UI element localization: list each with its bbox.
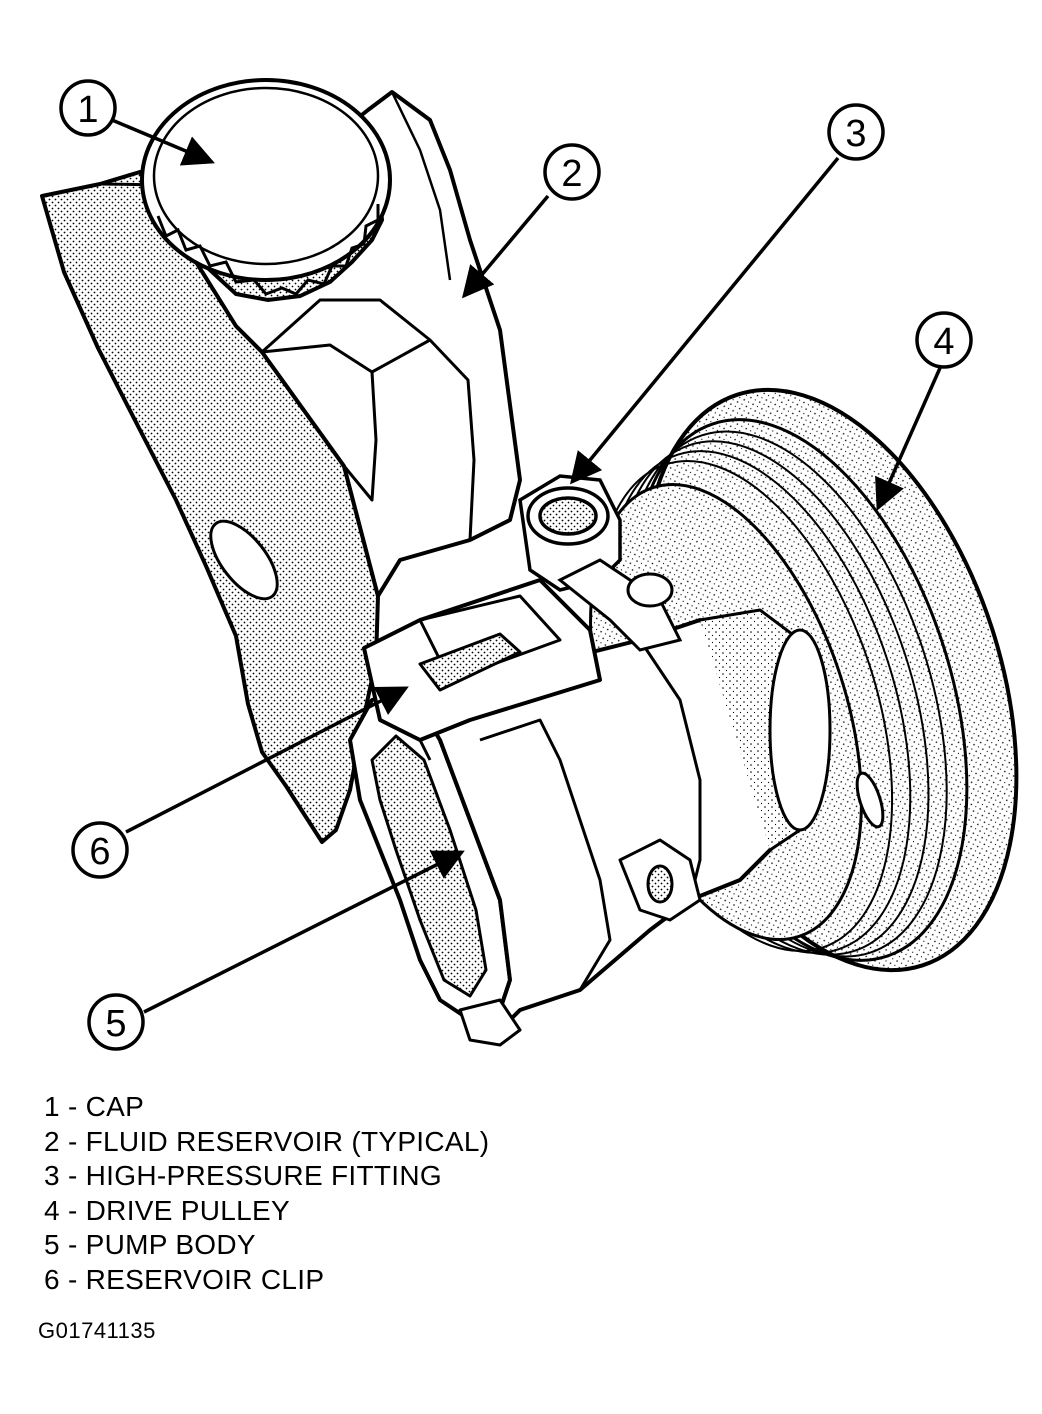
callout-3: 3 (827, 103, 885, 161)
leader-line-3 (570, 156, 840, 485)
leader-line-2 (461, 194, 550, 299)
callout-circles: 1 2 3 4 5 6 (59, 79, 973, 1051)
legend-item-cap: 1 - CAP (44, 1091, 145, 1122)
legend-item-high-pressure-fitting: 3 - HIGH-PRESSURE FITTING (44, 1160, 442, 1192)
leader-lines (111, 118, 942, 1014)
high-pressure-fitting (518, 474, 683, 652)
callout-number-5: 5 (105, 1003, 126, 1045)
callout-number-1: 1 (77, 89, 98, 131)
callout-number-3: 3 (845, 113, 866, 155)
callout-1: 1 (59, 79, 117, 137)
callout-6: 6 (71, 821, 129, 879)
leader-line-4 (875, 367, 942, 511)
leader-line-6 (125, 686, 409, 834)
callout-number-2: 2 (561, 153, 582, 195)
callout-number-4: 4 (933, 321, 954, 363)
leader-line-5 (143, 850, 465, 1014)
figure-id: G01741135 (38, 1318, 156, 1343)
leader-line-1 (111, 118, 215, 166)
legend-item-reservoir-clip: 6 - RESERVOIR CLIP (44, 1263, 325, 1295)
callout-2: 2 (543, 143, 601, 201)
legend-item-drive-pulley: 4 - DRIVE PULLEY (44, 1194, 290, 1226)
parts-legend: 1 - CAP 2 - FLUID RESERVOIR (TYPICAL) 3 … (44, 1090, 489, 1298)
callout-5: 5 (87, 993, 145, 1051)
callout-4: 4 (915, 311, 973, 369)
power-steering-pump-diagram: 1 2 3 4 5 6 (40, 78, 1019, 1051)
reservoir-cap (140, 78, 392, 303)
legend-item-pump-body: 5 - PUMP BODY (44, 1229, 256, 1261)
reservoir-clip (362, 578, 602, 761)
legend-item-fluid-reservoir: 2 - FLUID RESERVOIR (TYPICAL) (44, 1125, 490, 1157)
callout-number-6: 6 (89, 831, 110, 873)
